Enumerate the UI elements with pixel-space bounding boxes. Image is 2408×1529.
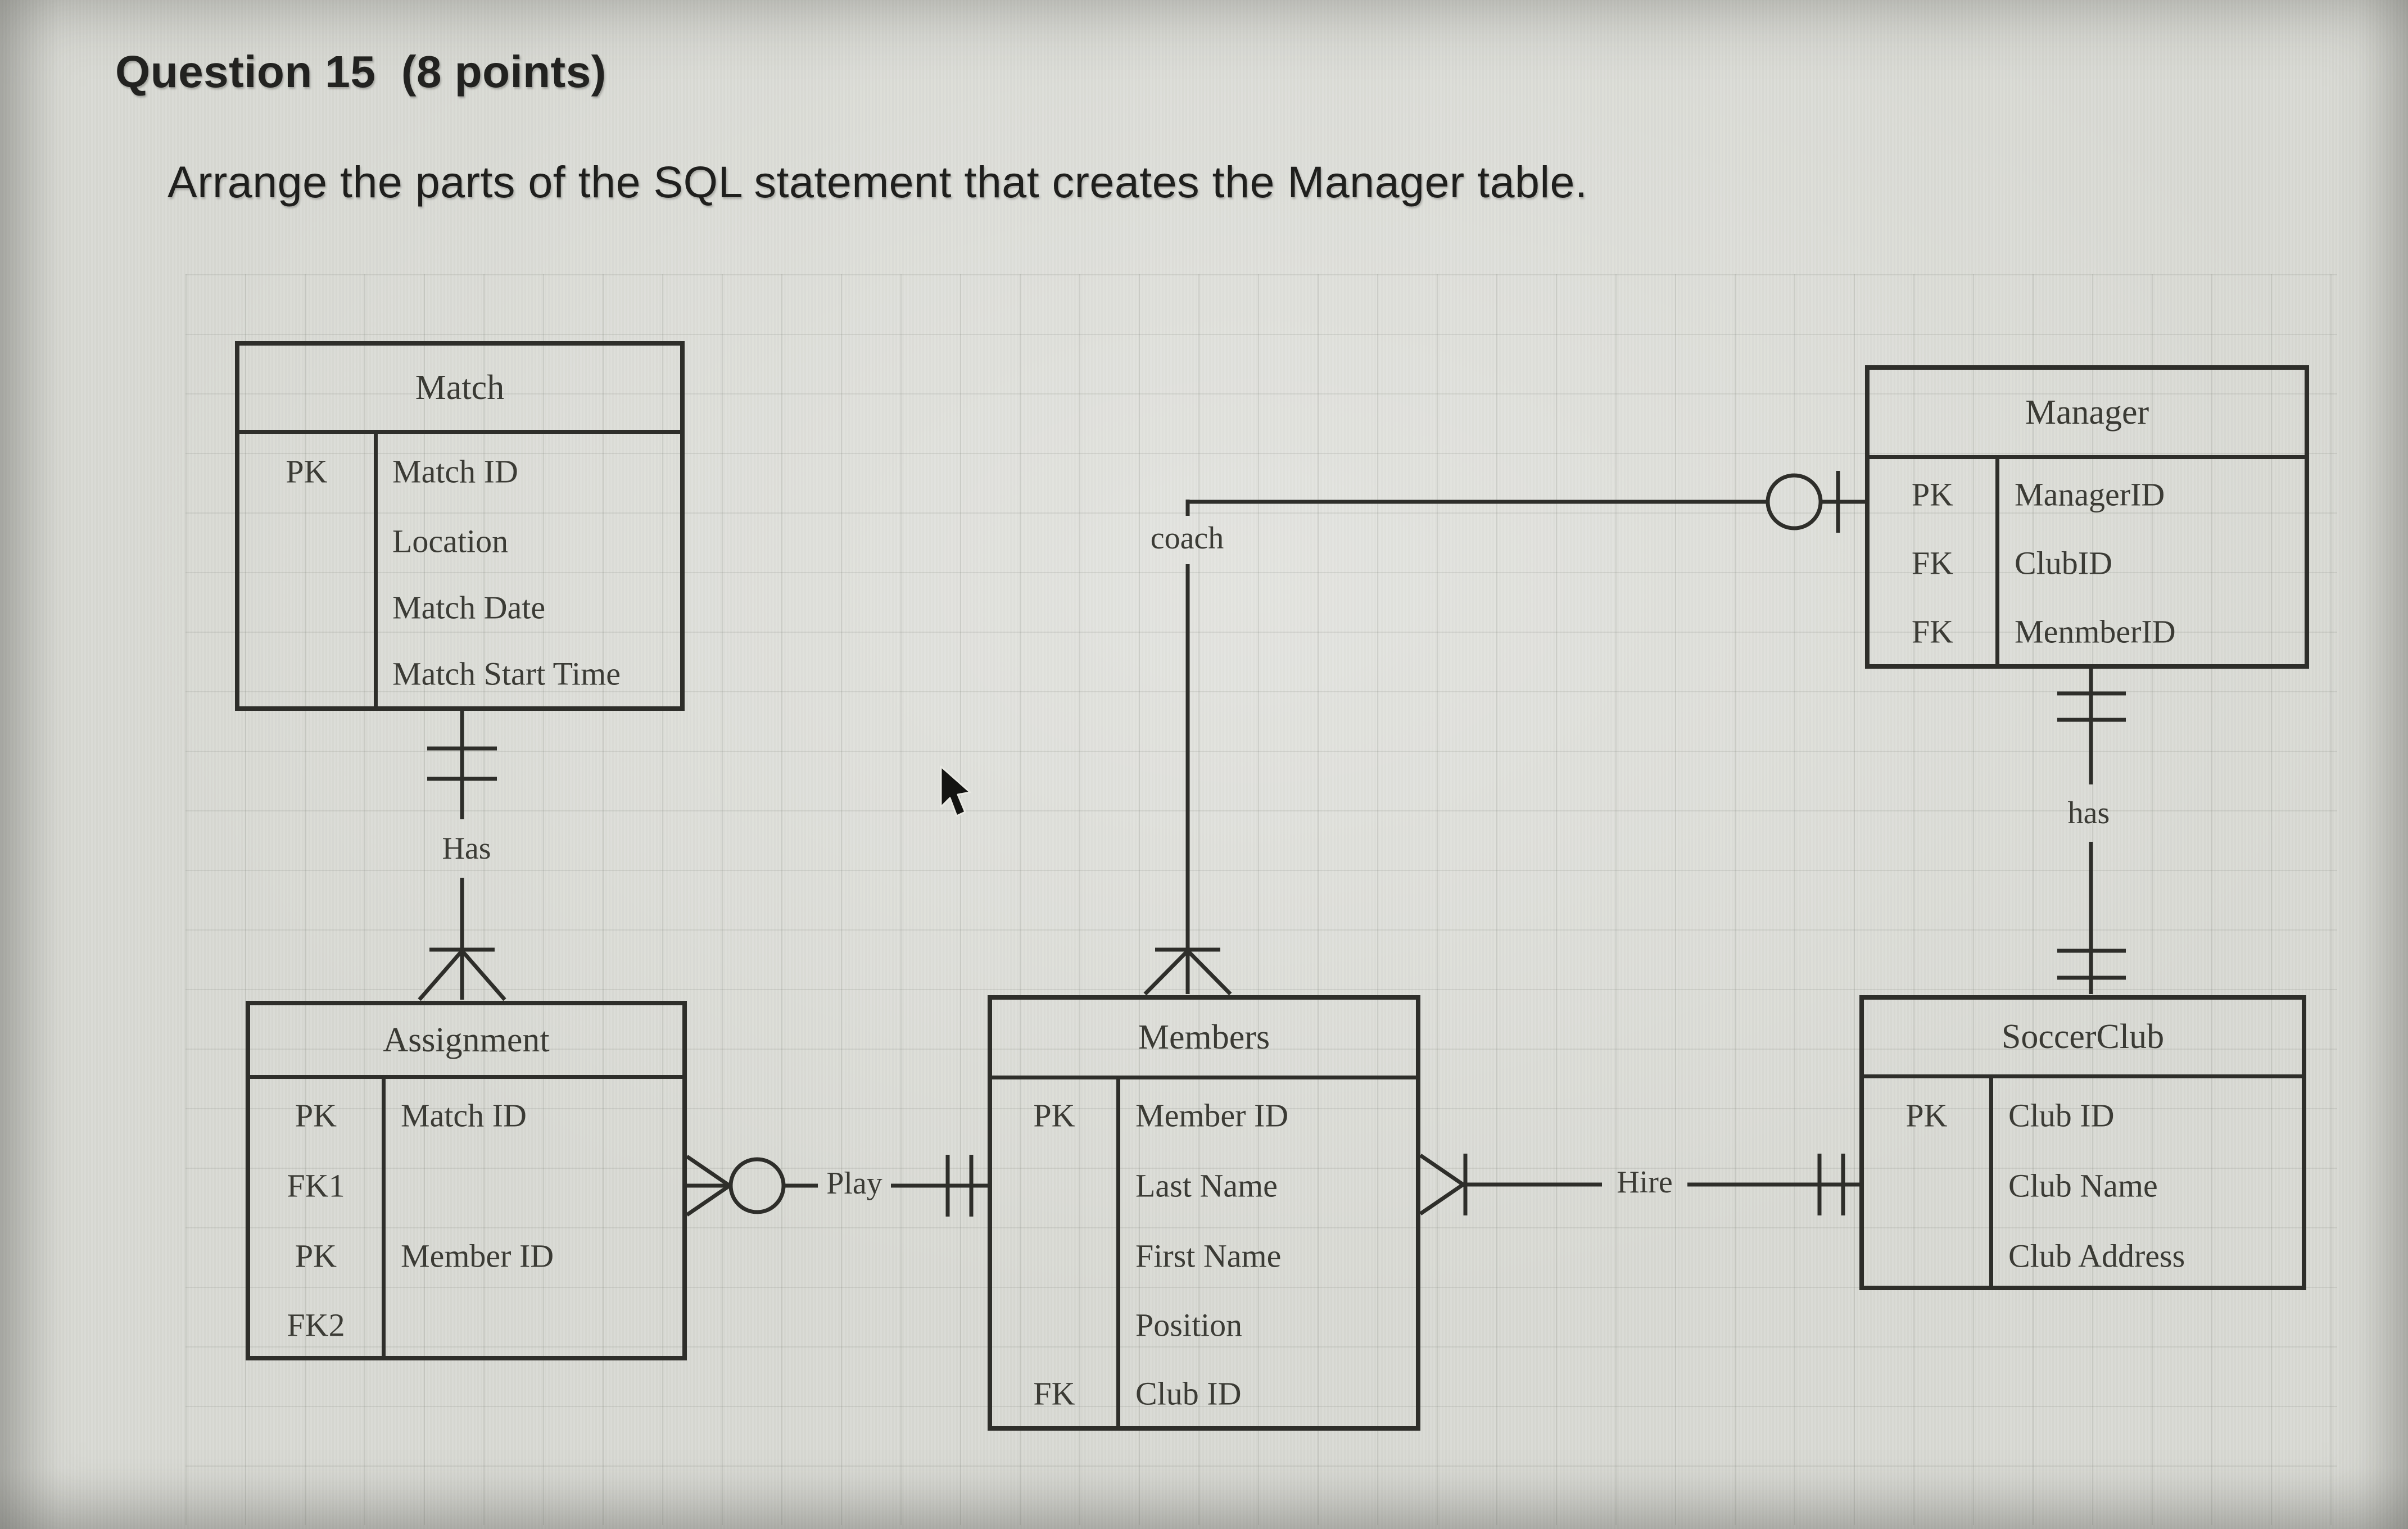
rel-label-has-manager: has (2067, 796, 2110, 831)
divider (239, 430, 680, 434)
attr-cell: ManagerID (2015, 476, 2165, 513)
attr-cell: Member ID (1135, 1097, 1289, 1134)
entity-assignment: Assignment PK FK1 PK FK2 Match ID Member… (246, 1001, 687, 1360)
entity-assignment-title: Assignment (383, 1020, 550, 1059)
attr-cell: Club ID (2008, 1097, 2115, 1134)
attr-cell: Club Address (2008, 1237, 2185, 1274)
entity-manager: Manager PK ManagerID FK ClubID FK Menmbe… (1865, 365, 2309, 669)
attr-cell: Location (392, 523, 509, 560)
entity-members: Members PK Member ID Last Name First Nam… (988, 995, 1420, 1431)
key-cell: PK (1905, 1097, 1948, 1134)
attr-cell: Match ID (401, 1097, 527, 1134)
entity-match-title: Match (415, 368, 505, 407)
question-instruction: Arrange the parts of the SQL statement t… (168, 157, 1588, 207)
divider (992, 1076, 1416, 1079)
divider (382, 1075, 386, 1356)
connector-has-manager-soccerclub (2057, 669, 2126, 994)
key-cell: PK (295, 1097, 337, 1134)
entity-soccerclub: SoccerClub PK Club ID Club Name Club Add… (1859, 995, 2306, 1290)
key-cell: FK (1911, 613, 1954, 650)
attr-cell: Match Date (392, 589, 546, 626)
question-points-value: (8 points) (401, 47, 606, 97)
key-cell: PK (1033, 1097, 1075, 1134)
rel-label-play: Play (826, 1166, 882, 1201)
divider (1995, 455, 1999, 664)
divider (1116, 1076, 1120, 1426)
divider (250, 1075, 682, 1079)
attr-cell: Match ID (392, 453, 518, 490)
key-cell: FK2 (287, 1306, 345, 1344)
question-title: Question 15 (8 points) (115, 46, 606, 98)
key-cell: FK (1911, 545, 1954, 582)
attr-cell: Match Start Time (392, 655, 621, 692)
attr-cell: Club Name (2008, 1167, 2158, 1204)
key-cell: PK (1911, 476, 1954, 513)
key-cell: FK (1033, 1375, 1075, 1412)
rel-label-hire: Hire (1617, 1165, 1673, 1200)
entity-match: Match PK Match ID Location Match Date Ma… (235, 341, 685, 711)
divider (1870, 455, 2305, 459)
mouse-cursor-icon (940, 765, 971, 817)
attr-cell: Last Name (1135, 1167, 1278, 1204)
attr-cell: First Name (1135, 1237, 1282, 1274)
entity-members-title: Members (1138, 1018, 1270, 1056)
key-cell: PK (286, 453, 328, 490)
connector-coach-manager-members (1143, 471, 1865, 996)
rel-label-has-match: Has (442, 831, 491, 866)
divider (1864, 1074, 2302, 1078)
attr-cell: Position (1135, 1306, 1243, 1344)
question-points (388, 47, 401, 97)
attr-cell: Member ID (401, 1237, 554, 1274)
attr-cell: ClubID (2015, 545, 2112, 582)
divider (1989, 1074, 1993, 1286)
attr-cell: MenmberID (2015, 613, 2176, 650)
entity-soccerclub-title: SoccerClub (2001, 1018, 2165, 1056)
key-cell: FK1 (287, 1167, 345, 1204)
entity-manager-title: Manager (2025, 393, 2149, 432)
key-cell: PK (295, 1237, 337, 1274)
attr-cell: Club ID (1135, 1375, 1242, 1412)
divider (374, 430, 378, 706)
rel-label-coach: coach (1150, 521, 1224, 556)
question-number: Question 15 (115, 47, 376, 97)
